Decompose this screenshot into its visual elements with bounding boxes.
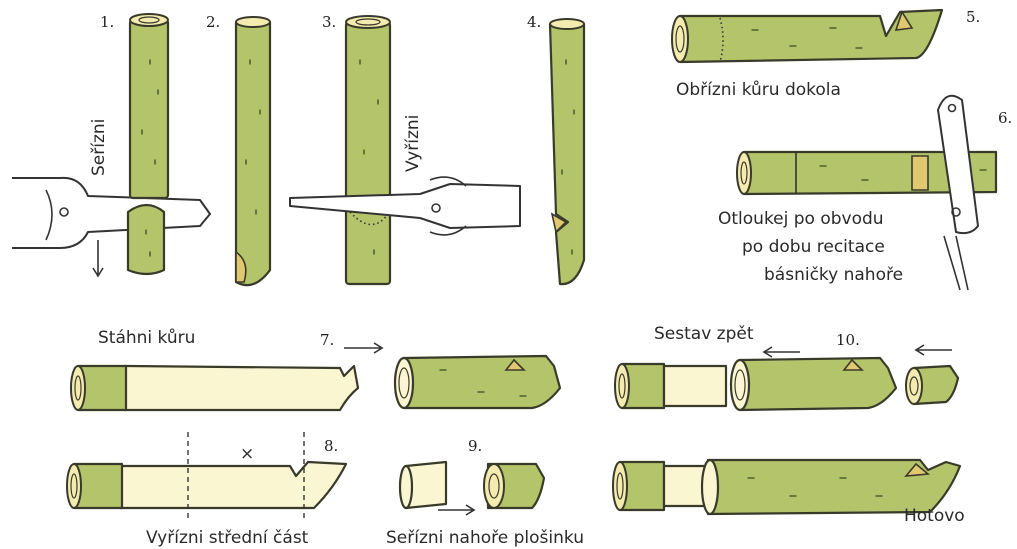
step-7-label: Stáhni kůru xyxy=(98,328,195,348)
step-5-number: 5. xyxy=(966,8,980,26)
stick-upper xyxy=(130,20,168,198)
bark-tube xyxy=(404,356,560,408)
knife-blade xyxy=(290,184,520,228)
step-4-number: 4. xyxy=(527,13,541,31)
step-6-number: 6. xyxy=(998,109,1012,127)
step-6-label-line-2: po dobu recitace xyxy=(742,237,885,257)
stick-notched xyxy=(346,22,390,284)
stick-end xyxy=(130,14,168,26)
step-2: 2. xyxy=(206,13,270,285)
step-8: 8. × Vyřízni střední část xyxy=(67,432,346,548)
final-whistle: Hotovo xyxy=(613,460,965,526)
step-9-label: Seřízni nahoře plošinku xyxy=(386,528,584,548)
right-arrow xyxy=(344,343,382,353)
step-6-label-line-1: Otloukej po obvodu xyxy=(718,209,884,229)
step-6: 6. Otloukej po obvodu po dobu recitace b… xyxy=(718,96,1012,290)
step-5-label: Obřízni kůru dokola xyxy=(676,80,841,100)
step-3: 3. Vyřízni xyxy=(290,13,520,284)
right-arrow-2 xyxy=(438,505,474,515)
step-5: 5. Obřízni kůru dokola xyxy=(672,8,980,100)
down-arrow xyxy=(93,240,103,276)
step-1: 1. Seřízni xyxy=(12,13,210,276)
step-10: Sestav zpět 10. xyxy=(615,324,958,410)
stick-lower xyxy=(128,205,164,274)
stripped-wood xyxy=(124,366,358,410)
left-arrow xyxy=(764,347,800,357)
assembly-wood-core xyxy=(664,366,726,406)
remove-mark: × xyxy=(240,444,254,464)
left-arrow-2 xyxy=(916,345,952,355)
stick-whistle-notch xyxy=(550,24,584,284)
step-1-number: 1. xyxy=(100,13,114,31)
step-10-number: 10. xyxy=(836,331,860,349)
step-3-number: 3. xyxy=(322,13,336,31)
knife-hand-illustration xyxy=(12,178,210,248)
stick-cut-bottom xyxy=(236,22,270,285)
step-3-label: Vyřízni xyxy=(403,115,423,172)
step-10-label: Sestav zpět xyxy=(654,324,754,344)
step-7-number: 7. xyxy=(320,331,334,349)
step-8-number: 8. xyxy=(324,437,338,455)
step-9: 9. Seřízni nahoře plošinku xyxy=(386,437,584,548)
step-7: Stáhni kůru 7. xyxy=(71,328,560,410)
step-8-label: Vyřízni střední část xyxy=(146,528,309,548)
stripped-wood-2 xyxy=(120,462,346,508)
done-label: Hotovo xyxy=(904,506,965,526)
step-9-number: 9. xyxy=(468,437,482,455)
assembly-bark-tube xyxy=(740,358,896,410)
step-6-label-line-3: básničky nahoře xyxy=(764,265,903,285)
step-2-number: 2. xyxy=(206,13,220,31)
step-4: 4. xyxy=(527,13,584,284)
step-1-label: Seřízni xyxy=(89,119,109,176)
